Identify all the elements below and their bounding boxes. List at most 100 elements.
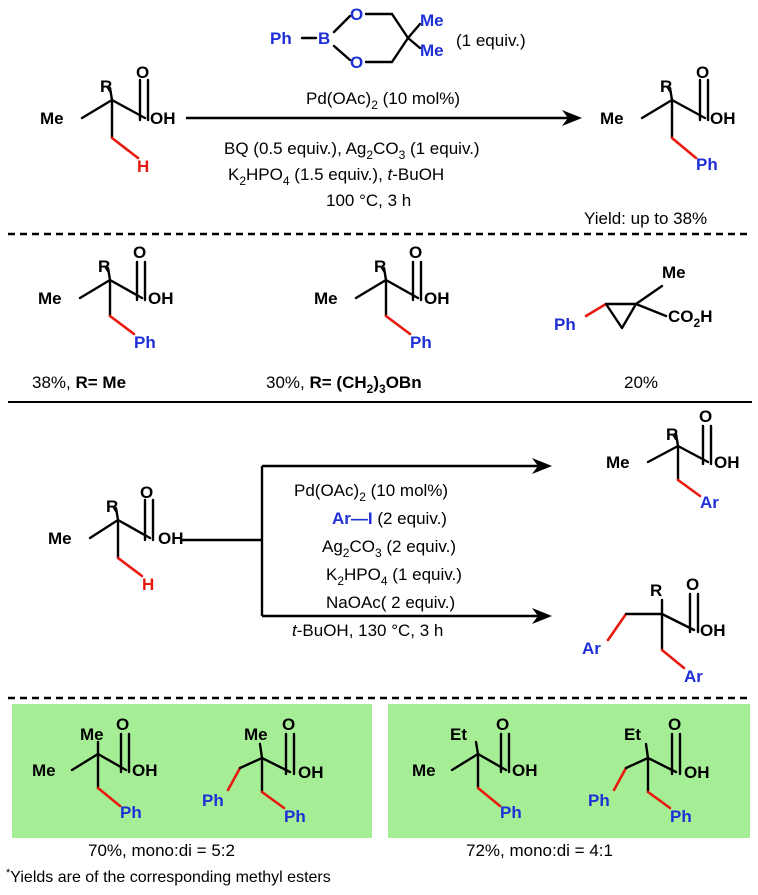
- example-1: R Me O OH Ph 38%, R= Me: [32, 243, 174, 392]
- me-label: Me: [80, 725, 104, 744]
- top-condition-4: 100 °C, 3 h: [326, 191, 411, 210]
- top-yield-note: Yield: up to 38%: [584, 209, 707, 228]
- o-label: O: [133, 243, 146, 262]
- bottom-condition-4: K2HPO4 (1 equiv.): [326, 565, 462, 588]
- o-label: O: [496, 715, 509, 734]
- bottom-condition-2: Ar—I (2 equiv.): [332, 509, 447, 528]
- di-aryl-product: R O OH Ar Ar: [582, 575, 726, 686]
- me-label: Me: [412, 761, 436, 780]
- result-box-1: Me Me O OH Ph Me O OH Ph Ph 70%, mono:di…: [12, 704, 372, 860]
- ph-label: Ph: [670, 807, 692, 826]
- ph-label: Ph: [500, 803, 522, 822]
- ph-label: Ph: [554, 315, 576, 334]
- oh-label: OH: [298, 763, 324, 782]
- me-label: Me: [48, 529, 72, 548]
- oh-label: OH: [158, 529, 184, 548]
- oh-label: OH: [148, 289, 174, 308]
- example-1-caption: 38%, R= Me: [32, 373, 126, 392]
- example-2: R Me O OH Ph 30%, R= (CH2)3OBn: [266, 243, 450, 396]
- ph-label: Ph: [410, 333, 432, 352]
- ar-label: Ar: [700, 493, 719, 512]
- oh-label: OH: [132, 761, 158, 780]
- mono-aryl-product: R Me O OH Ar: [606, 407, 740, 512]
- me-label: Me: [600, 109, 624, 128]
- bottom-condition-3: Ag2CO3 (2 equiv.): [322, 537, 456, 560]
- ph-label: Ph: [284, 807, 306, 826]
- h-label: H: [137, 157, 149, 176]
- r-label: R: [374, 257, 386, 276]
- me-label: Me: [244, 725, 268, 744]
- highlight-box: [388, 704, 750, 838]
- top-reaction: R Me O OH H Ph B O O Me Me (1 equiv.): [40, 5, 736, 228]
- o-label: O: [696, 63, 709, 82]
- o-label: O: [668, 715, 681, 734]
- co2h-label: CO2H: [668, 307, 712, 330]
- r-label: R: [106, 497, 118, 516]
- o-label: O: [282, 715, 295, 734]
- phenyl-boronate-ester: Ph B O O Me Me (1 equiv.): [270, 5, 526, 72]
- ph-label: Ph: [202, 791, 224, 810]
- boronate-o-bottom: O: [350, 53, 363, 72]
- h-label: H: [142, 575, 154, 594]
- ar-label: Ar: [684, 667, 703, 686]
- result-1-caption: 70%, mono:di = 5:2: [88, 841, 235, 860]
- o-label: O: [699, 407, 712, 426]
- me-label: Me: [606, 453, 630, 472]
- o-label: O: [140, 483, 153, 502]
- starting-acid-bottom: R Me O OH H: [48, 483, 184, 594]
- me-label: Me: [314, 289, 338, 308]
- bottom-condition-6: t-BuOH, 130 °C, 3 h: [292, 621, 443, 640]
- bottom-condition-1: Pd(OAc)2 (10 mol%): [294, 481, 448, 504]
- r-label: R: [100, 77, 112, 96]
- r-label: R: [98, 257, 110, 276]
- top-condition-3: K2HPO4 (1.5 equiv.), t-BuOH: [228, 165, 444, 188]
- example-3-cyclopropane: Ph Me CO2H 20%: [554, 263, 712, 392]
- r-label: R: [650, 581, 662, 600]
- bottom-condition-5: NaOAc( 2 equiv.): [326, 593, 455, 612]
- starting-acid-top: R Me O OH H: [40, 63, 176, 176]
- o-label: O: [686, 575, 699, 594]
- me-label: Me: [662, 263, 686, 282]
- ph-label: Ph: [134, 333, 156, 352]
- oh-label: OH: [700, 621, 726, 640]
- et-label: Et: [450, 725, 467, 744]
- top-arrow-head: [562, 110, 582, 126]
- boronate-b: B: [318, 29, 330, 48]
- arrow-head-di: [532, 608, 552, 624]
- ph-label: Ph: [696, 155, 718, 174]
- example-3-caption: 20%: [624, 373, 658, 392]
- footnote: *Yields are of the corresponding methyl …: [6, 867, 331, 886]
- boronate-equiv: (1 equiv.): [456, 31, 526, 50]
- result-2-caption: 72%, mono:di = 4:1: [466, 841, 613, 860]
- ph-label: Ph: [120, 803, 142, 822]
- boronate-o-top: O: [350, 5, 363, 24]
- result-box-2: Et Me O OH Ph Et O OH Ph Ph 72%, mono:di…: [388, 704, 750, 860]
- top-condition-2: BQ (0.5 equiv.), Ag2CO3 (1 equiv.): [224, 139, 480, 162]
- me-label: Me: [32, 761, 56, 780]
- me-label: Me: [40, 109, 64, 128]
- oh-label: OH: [150, 109, 176, 128]
- o-label: O: [116, 715, 129, 734]
- boronate-me-1: Me: [420, 11, 444, 30]
- examples-row: R Me O OH Ph 38%, R= Me R Me O OH Ph 30%…: [32, 243, 712, 396]
- product-top: R Me O OH Ph: [600, 63, 736, 174]
- example-2-caption: 30%, R= (CH2)3OBn: [266, 373, 422, 396]
- r-label: R: [666, 425, 678, 444]
- o-label: O: [409, 243, 422, 262]
- r-label: R: [660, 77, 672, 96]
- o-label: O: [136, 63, 149, 82]
- arrow-head-mono: [532, 458, 552, 474]
- oh-label: OH: [710, 109, 736, 128]
- boronate-me-2: Me: [420, 41, 444, 60]
- me-label: Me: [38, 289, 62, 308]
- ph-label: Ph: [588, 791, 610, 810]
- bottom-reaction: R Me O OH H Pd(OAc)2 (10 mol%) Ar—I (2 e…: [48, 407, 740, 686]
- oh-label: OH: [512, 761, 538, 780]
- ar-label: Ar: [582, 639, 601, 658]
- oh-label: OH: [684, 763, 710, 782]
- oh-label: OH: [714, 453, 740, 472]
- boronate-ph: Ph: [270, 29, 292, 48]
- oh-label: OH: [424, 289, 450, 308]
- top-condition-1: Pd(OAc)2 (10 mol%): [306, 89, 460, 112]
